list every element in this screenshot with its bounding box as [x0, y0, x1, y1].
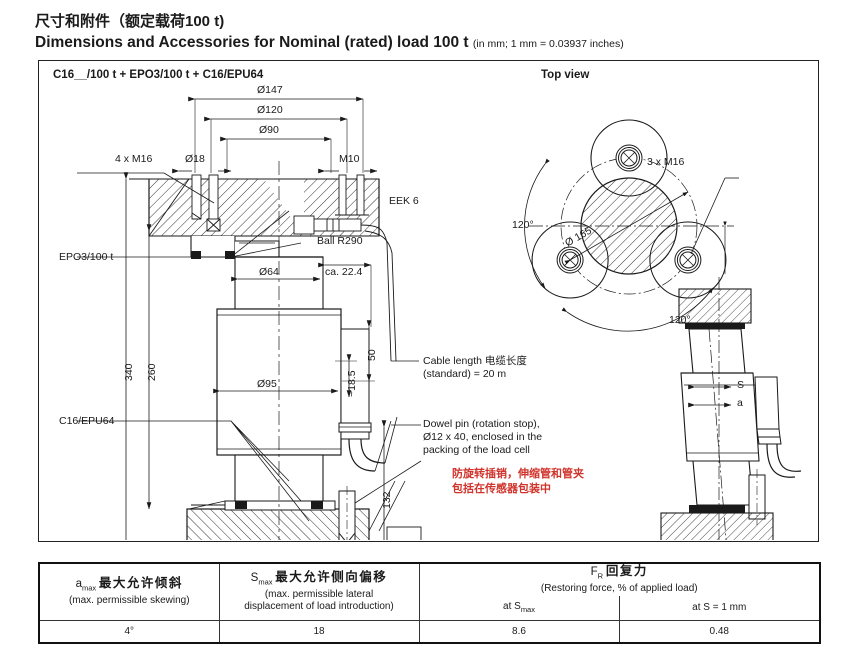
table-header-amax: amax 最大允许倾斜 (max. permissible skewing) — [38, 562, 220, 621]
table-subheader-row: at Smax at S = 1 mm — [39, 596, 821, 621]
table-header-smax-en-line1: (max. permissible lateral — [264, 588, 374, 600]
value-amax: 4° — [38, 620, 220, 644]
ball-radius-label: Ball R290 — [317, 235, 363, 247]
angle-label-120-bottom: 120° — [669, 314, 691, 326]
table-header-amax-cn: 最大允许倾斜 — [98, 576, 183, 591]
value-smax: 18 — [218, 620, 420, 644]
table-header-fr: FR 回复力 (Restoring force, % of applied lo… — [418, 562, 821, 596]
dimension-dia90: Ø90 — [259, 124, 279, 136]
dowel-pin-callout-line2: Ø12 x 40, enclosed in the — [423, 431, 543, 443]
component-label-epu64: C16/EPU64 — [59, 415, 115, 427]
page-title-chinese: 尺寸和附件（额定载荷100 t) — [35, 13, 225, 30]
page-title-english: Dimensions and Accessories for Nominal (… — [35, 34, 624, 52]
page-title-english-units: (in mm; 1 mm = 0.03937 inches) — [472, 38, 624, 50]
dowel-pin-callout-line1: Dowel pin (rotation stop), — [423, 418, 540, 430]
drawing-frame: C16__/100 t + EPO3/100 t + C16/EPU64 Top… — [38, 60, 819, 542]
thread-label-4xm16: 4 x M16 — [115, 153, 153, 165]
dowel-pin-callout-line3: packing of the load cell — [423, 444, 530, 456]
dimension-ca224: ca. 22.4 — [325, 266, 363, 278]
component-label-epo3: EPO3/100 t — [59, 251, 114, 263]
symbol-smax: Smax — [250, 572, 273, 587]
dimension-label-a: a — [737, 397, 743, 409]
table-subheader-at-s1mm: at S = 1 mm — [618, 596, 821, 621]
dimension-label-s: S — [737, 379, 745, 391]
dowel-pin-callout-chinese-line2: 包括在传感器包装中 — [452, 483, 551, 495]
table-header-fr-en: (Restoring force, % of applied load) — [540, 582, 698, 594]
table-header-amax-en: (max. permissible skewing) — [68, 594, 190, 606]
dimension-50: 50 — [366, 349, 378, 361]
page-title-english-main: Dimensions and Accessories for Nominal (… — [35, 34, 469, 51]
table-value-row: 4° 18 8.6 0.48 — [38, 620, 821, 644]
dimension-dia147: Ø147 — [257, 84, 283, 96]
symbol-amax: amax — [75, 578, 97, 593]
specification-table: amax 最大允许倾斜 (max. permissible skewing) S… — [38, 562, 821, 644]
table-header-row: amax 最大允许倾斜 (max. permissible skewing) S… — [38, 562, 821, 621]
connector-label-eek6: EEK 6 — [389, 195, 419, 207]
value-fr-at-smax: 8.6 — [418, 620, 620, 644]
main-view-title: C16__/100 t + EPO3/100 t + C16/EPU64 — [53, 69, 264, 81]
table-header-smax: Smax 最大允许侧向偏移 (max. permissible lateral … — [218, 562, 420, 621]
cable-length-callout-line2: (standard) = 20 m — [423, 368, 507, 380]
dimension-340: 340 — [123, 363, 135, 381]
angle-label-120-left: 120° — [512, 219, 534, 231]
engineering-drawing-svg — [77, 96, 802, 540]
table-subheader-at-smax: at Smax — [418, 596, 620, 621]
dimension-132: 132 — [381, 491, 393, 509]
value-fr-at-s1mm: 0.48 — [618, 620, 821, 644]
dowel-pin-callout-chinese-line1: 防旋转插销，伸缩管和管夹 — [452, 468, 584, 480]
dimension-18-5: ~18.5 — [346, 370, 358, 397]
thread-label-3xm16: 3 x M16 — [647, 156, 685, 168]
dimension-dia95: Ø95 — [257, 378, 277, 390]
top-view-title: Top view — [541, 69, 590, 81]
symbol-fr: FR — [590, 566, 604, 581]
dimension-dia64: Ø64 — [259, 266, 279, 278]
dimension-dia18: Ø18 — [185, 153, 205, 165]
dimension-260: 260 — [146, 363, 158, 381]
dimension-dia120: Ø120 — [257, 104, 283, 116]
cable-length-callout-line1: Cable length 电缆长度 — [423, 355, 527, 367]
table-header-fr-cn: 回复力 — [605, 564, 648, 579]
thread-label-m10: M10 — [339, 153, 360, 165]
table-header-smax-cn: 最大允许侧向偏移 — [275, 570, 388, 585]
table-header-smax-en-line2: displacement of load introduction) — [244, 600, 394, 612]
